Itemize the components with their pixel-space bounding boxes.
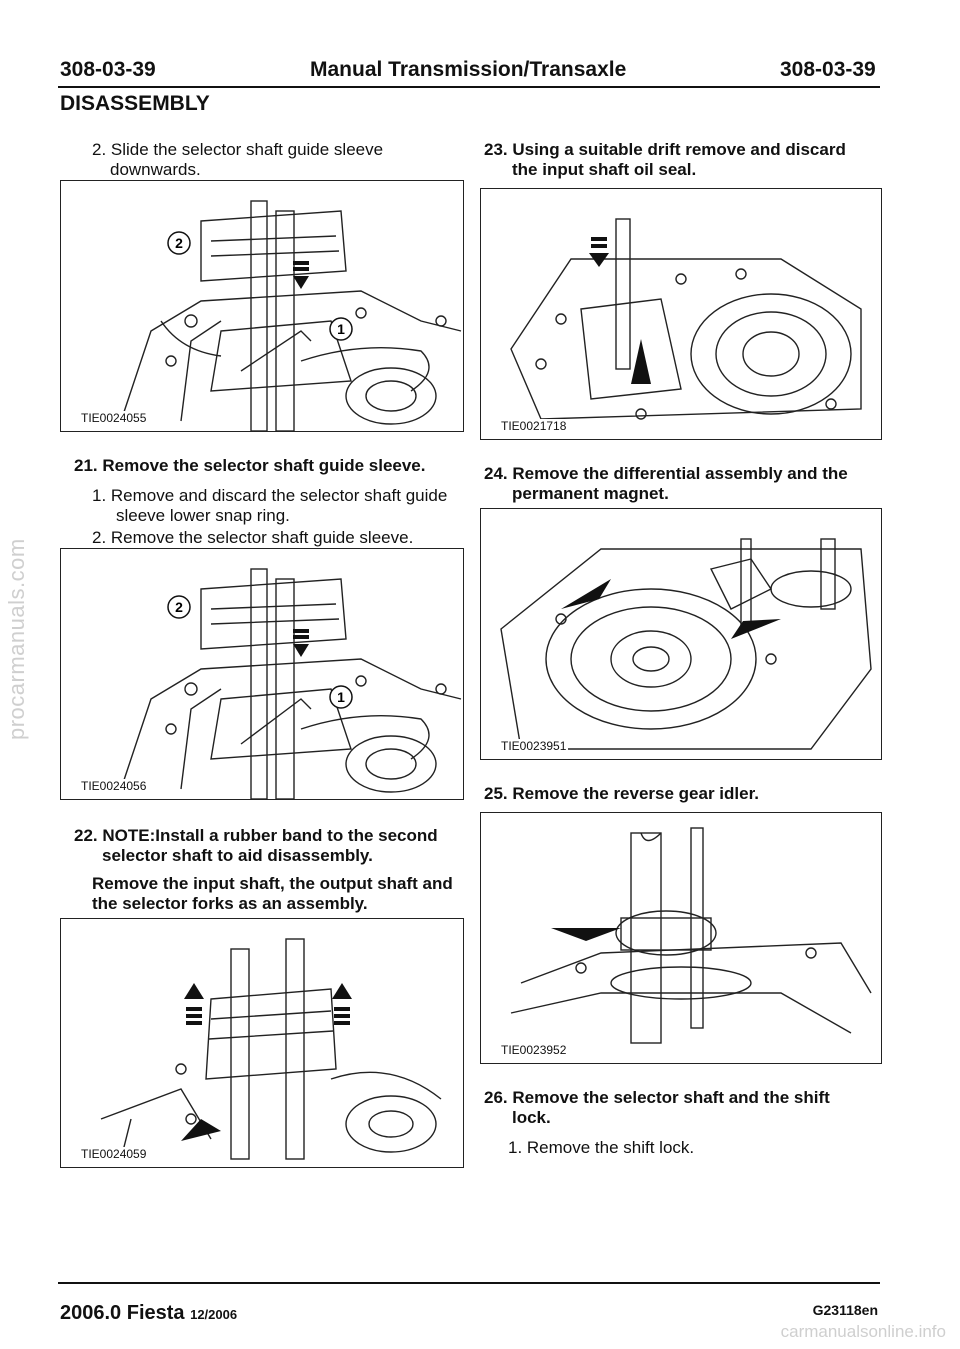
housing-illustration [510,218,862,420]
step21-heading: 21. Remove the selector shaft guide slee… [74,456,426,475]
step24-line2: permanent magnet. [512,484,669,503]
callout-2: 2 [175,235,183,251]
figure-differential: TIE0023951 [480,508,882,760]
step22-line1: 22. NOTE:Install a rubber band to the se… [74,826,438,845]
page-code-left: 308-03-39 [60,58,156,81]
gearbox-illustration [100,938,442,1160]
section-title: DISASSEMBLY [60,92,210,115]
step21-sub1-line2: sleeve lower snap ring. [116,506,290,525]
step26-sub1: 1. Remove the shift lock. [508,1138,695,1157]
gearbox-illustration: 2 1 [120,200,462,431]
step25-heading: 25. Remove the reverse gear idler. [484,784,759,803]
page-code-right: 308-03-39 [780,58,876,81]
gearbox-illustration: 2 1 [120,568,462,799]
figure-code: TIE0024056 [79,779,149,793]
footer-rule [58,1282,880,1284]
step23-line2: the input shaft oil seal. [512,160,697,179]
side-watermark: procarmanuals.com [4,538,29,740]
footer-model-name: 2006.0 Fiesta [60,1302,185,1324]
figure-code: TIE0023952 [499,1043,569,1057]
idler-illustration [510,827,872,1044]
document-title: Manual Transmission/Transaxle [310,58,627,81]
callout-1: 1 [337,321,345,337]
step26-line1: 26. Remove the selector shaft and the sh… [484,1088,830,1107]
figure-code: TIE0021718 [499,419,569,433]
callout-2: 2 [175,599,183,615]
step21-sub2: 2. Remove the selector shaft guide sleev… [92,528,414,547]
callout-1: 1 [337,689,345,705]
figure-reverse-idler: TIE0023952 [480,812,882,1064]
step26-line2: lock. [512,1108,551,1127]
step24-line1: 24. Remove the differential assembly and… [484,464,848,483]
figure-guide-sleeve-slide: 2 1 TIE0024055 [60,180,464,432]
step22-line4: the selector forks as an assembly. [92,894,368,913]
bottom-watermark: carmanualsonline.info [780,1322,946,1341]
header-rule [58,86,880,88]
step22-line2: selector shaft to aid disassembly. [102,846,373,865]
step20-sub2-line1: 2. Slide the selector shaft guide sleeve [92,140,384,159]
footer-doc-code: G23118en [812,1302,878,1318]
step20-sub2-line2: downwards. [110,160,201,179]
figure-code: TIE0024055 [79,411,149,425]
differential-illustration [500,538,872,750]
step21-sub1-line1: 1. Remove and discard the selector shaft… [92,486,448,505]
step22-line3: Remove the input shaft, the output shaft… [92,874,453,893]
footer-date: 12/2006 [190,1307,238,1322]
figure-code: TIE0023951 [499,739,569,753]
footer-model: 2006.0 Fiesta 12/2006 [60,1302,237,1325]
step23-line1: 23. Using a suitable drift remove and di… [484,140,846,159]
figure-code: TIE0024059 [79,1147,149,1161]
figure-shaft-assembly: TIE0024059 [60,918,464,1168]
figure-guide-sleeve-remove: 2 1 TIE0024056 [60,548,464,800]
figure-oil-seal: TIE0021718 [480,188,882,440]
